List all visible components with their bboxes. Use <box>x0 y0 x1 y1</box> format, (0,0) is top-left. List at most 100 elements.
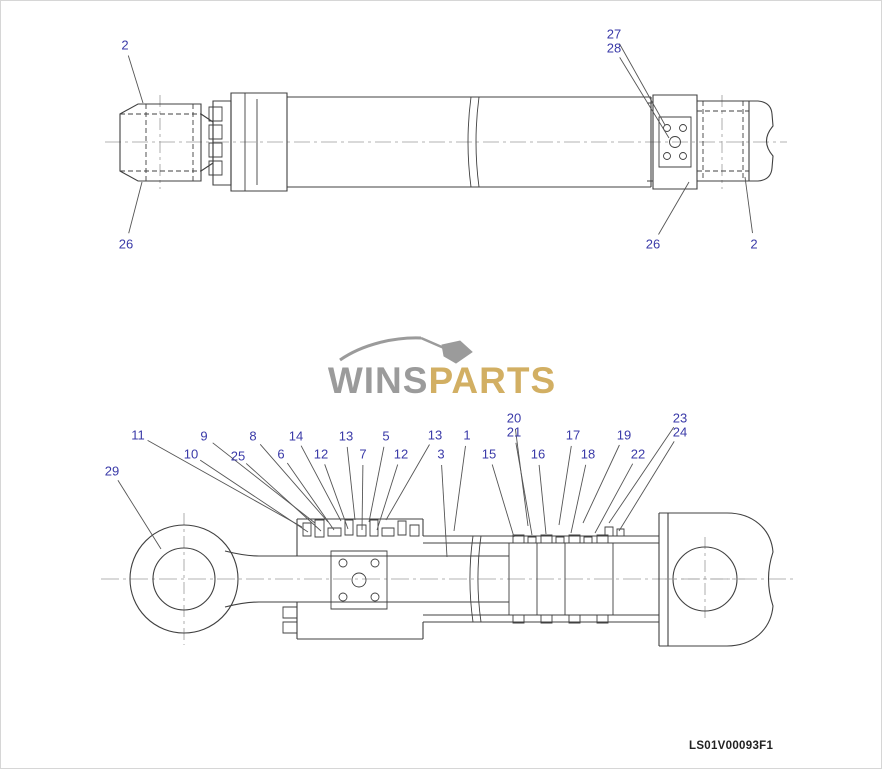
excavator-arm <box>420 336 445 350</box>
leader-line-8 <box>259 444 329 523</box>
callout-26: 26 <box>118 236 134 252</box>
top-weld-seam <box>467 96 480 188</box>
top-left-bushing <box>119 103 202 182</box>
leader-line-12 <box>376 464 399 531</box>
callout-27: 27 <box>606 26 622 42</box>
gland-head-block <box>282 518 424 640</box>
callout-23: 23 <box>672 410 688 426</box>
section-weld-seam <box>469 535 482 623</box>
top-right-bushing <box>697 100 749 182</box>
end-cap <box>658 512 774 647</box>
plate-hole <box>679 152 687 160</box>
callout-1: 1 <box>463 427 471 443</box>
leader-line-9 <box>212 442 316 524</box>
callout-24: 24 <box>672 424 688 440</box>
rod-eye <box>129 524 260 634</box>
leader-line-26 <box>128 181 143 234</box>
leader-line-7 <box>361 464 364 531</box>
leader-lines <box>117 43 753 558</box>
plate-center-hole <box>669 136 681 148</box>
leader-line-14 <box>300 445 342 522</box>
leader-line-23 <box>608 426 675 524</box>
piston-seals-bottom <box>512 614 609 624</box>
leader-line-27 <box>619 43 666 126</box>
port-bolt-hole <box>370 558 380 568</box>
winsparts-logo: WINSPARTS <box>1 360 881 402</box>
leader-line-13 <box>385 444 430 521</box>
leader-line-1 <box>453 445 466 532</box>
callout-15: 15 <box>481 446 497 462</box>
leader-line-10 <box>199 459 309 533</box>
callout-2: 2 <box>121 37 129 53</box>
excavator-silhouette <box>339 336 473 364</box>
leader-line-11 <box>147 440 303 528</box>
gland-seal-stack <box>302 519 420 538</box>
callout-18: 18 <box>580 446 596 462</box>
callout-17: 17 <box>565 427 581 443</box>
callout-11: 11 <box>131 427 145 443</box>
callout-2: 2 <box>750 236 758 252</box>
callout-13: 13 <box>427 427 443 443</box>
piston-seals-top <box>512 534 609 544</box>
callout-13: 13 <box>338 428 354 444</box>
top-view-assembly <box>105 92 787 192</box>
leader-line-16 <box>538 464 547 535</box>
port-bolt-hole <box>338 592 348 602</box>
callout-12: 12 <box>313 446 329 462</box>
leader-line-2 <box>744 176 753 234</box>
top-tube <box>287 96 652 188</box>
callout-26: 26 <box>645 236 661 252</box>
leader-line-21 <box>515 442 533 536</box>
top-gland-block <box>230 92 288 192</box>
retainer-rings <box>604 526 625 537</box>
leader-line-28 <box>619 57 670 139</box>
port-block <box>330 550 388 610</box>
leader-line-5 <box>368 446 385 523</box>
leader-line-26 <box>658 181 690 235</box>
excavator-boom <box>339 336 422 362</box>
top-clevis-end <box>748 100 774 182</box>
leader-line-29 <box>117 480 162 550</box>
leader-line-15 <box>491 464 515 538</box>
callout-25: 25 <box>230 448 246 464</box>
leader-line-19 <box>582 444 620 524</box>
callout-7: 7 <box>359 446 367 462</box>
callout-20: 20 <box>506 410 522 426</box>
callout-19: 19 <box>616 427 632 443</box>
callout-16: 16 <box>530 446 546 462</box>
leader-line-2 <box>127 55 144 104</box>
callout-22: 22 <box>630 446 646 462</box>
callout-8: 8 <box>249 428 257 444</box>
leader-line-25 <box>245 463 322 532</box>
drawing-code: LS01V00093F1 <box>689 740 774 752</box>
callout-5: 5 <box>382 428 390 444</box>
logo-text-wins: WINS <box>327 360 429 401</box>
plate-hole <box>679 124 687 132</box>
gland-bolt <box>282 606 298 634</box>
leader-line-22 <box>594 463 634 534</box>
callout-9: 9 <box>200 428 208 444</box>
port-center-hole <box>351 572 367 588</box>
plate-hole <box>663 124 671 132</box>
leader-line-12 <box>324 464 349 530</box>
callout-29: 29 <box>104 463 120 479</box>
leader-line-17 <box>558 445 572 526</box>
callout-6: 6 <box>277 446 285 462</box>
port-bolt-hole <box>370 592 380 602</box>
leader-line-13 <box>346 446 356 521</box>
excavator-bucket <box>441 340 473 364</box>
callout-28: 28 <box>606 40 622 56</box>
leader-line-18 <box>570 464 587 534</box>
leader-line-3 <box>441 464 448 558</box>
callout-12: 12 <box>393 446 409 462</box>
logo-text-parts: PARTS <box>428 360 557 401</box>
callout-3: 3 <box>437 446 445 462</box>
callout-21: 21 <box>506 424 522 440</box>
port-bolt-hole <box>338 558 348 568</box>
callout-14: 14 <box>288 428 304 444</box>
leader-line-6 <box>286 462 335 531</box>
callout-10: 10 <box>183 446 199 462</box>
plate-hole <box>663 152 671 160</box>
